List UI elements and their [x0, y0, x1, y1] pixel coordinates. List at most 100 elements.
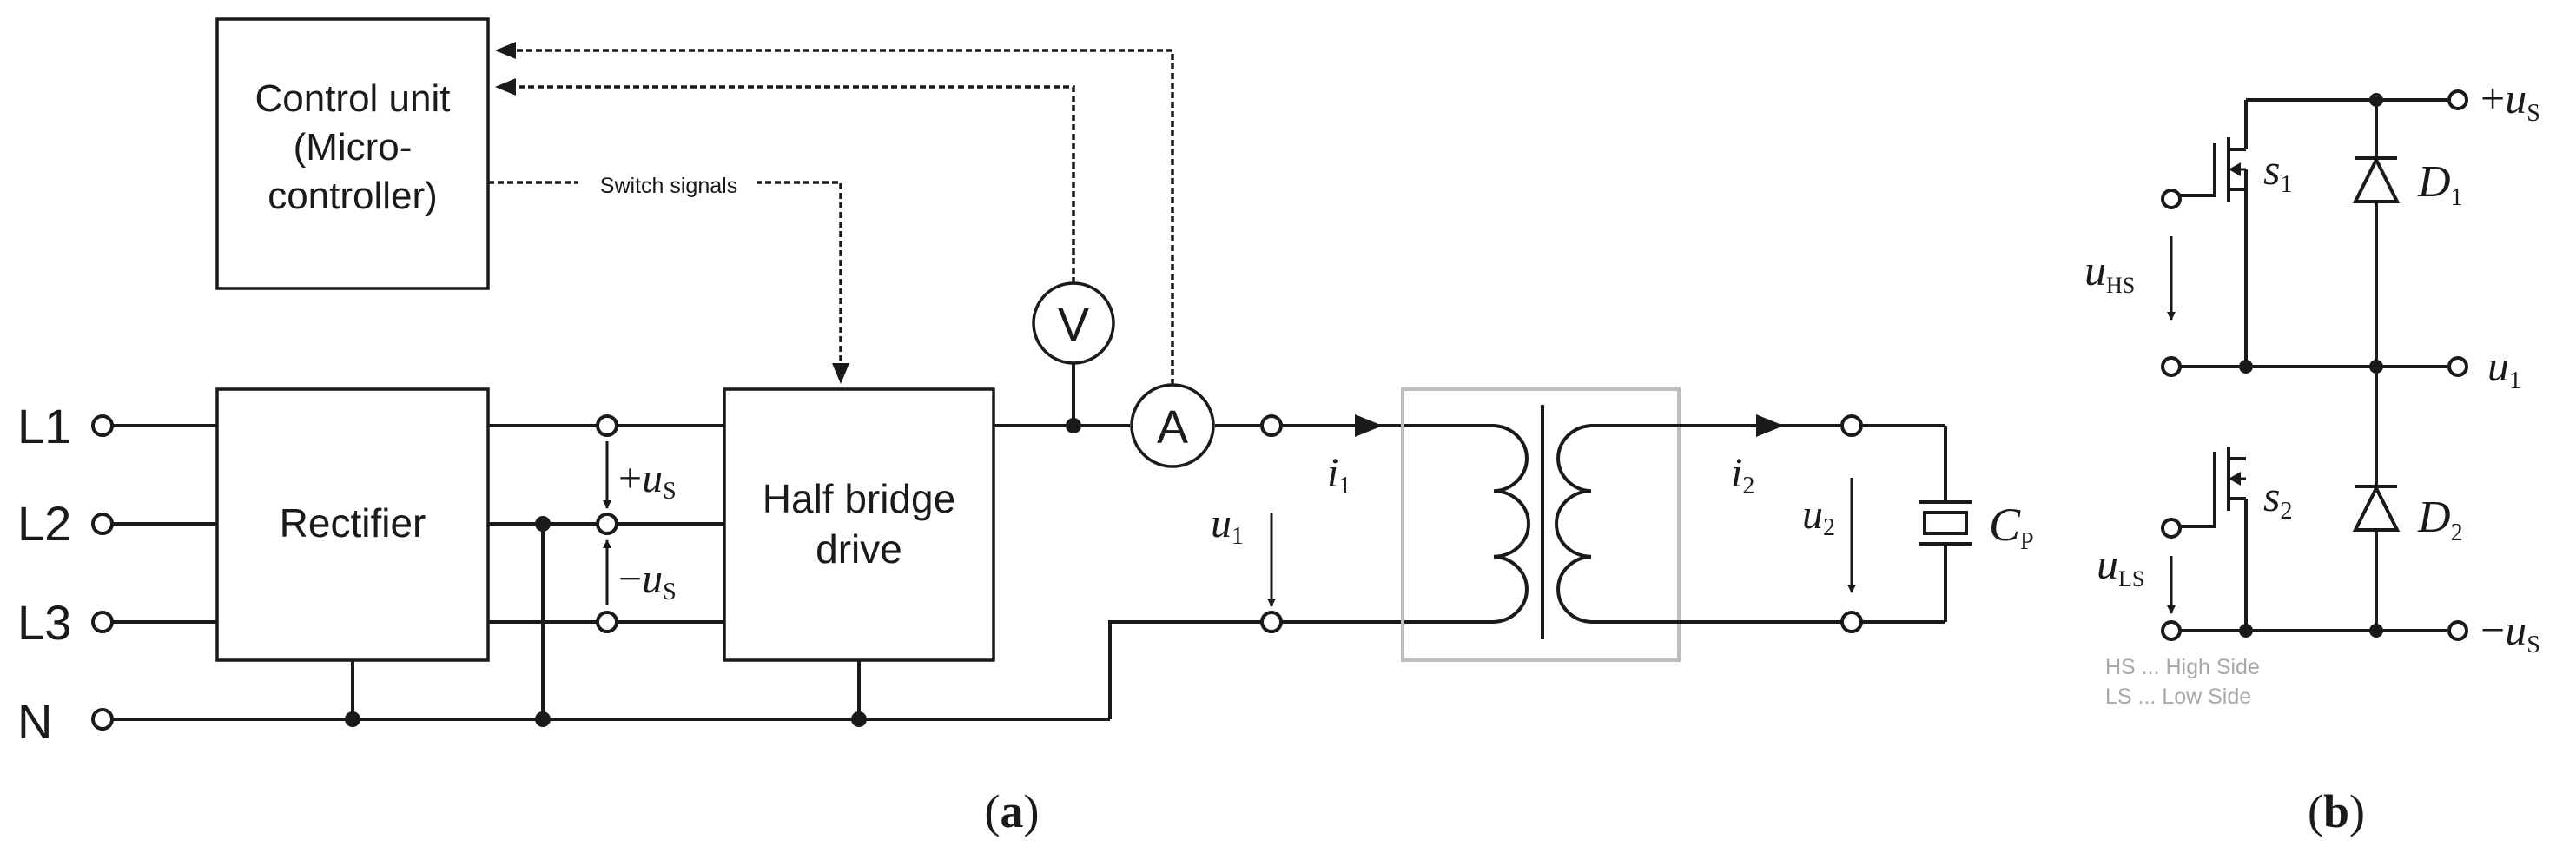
b-minus-us-label: −uS [2480, 605, 2540, 658]
b-plus-us-sign: + [2480, 74, 2505, 122]
terminal [1840, 414, 1863, 437]
i1-label: i1 [1327, 450, 1351, 499]
control-unit-label-line1: Control unit [254, 77, 450, 120]
junction-dot [2369, 93, 2383, 107]
minus-us-subscript: S [663, 579, 677, 605]
uhs-symbol: u [2084, 246, 2106, 294]
i1-arrowhead [1355, 414, 1383, 437]
junction-dot [345, 711, 360, 727]
terminal [2447, 356, 2468, 377]
s2-label: s2 [2263, 472, 2292, 525]
half-bridge-drive-box [723, 387, 995, 662]
b-minus-us-subscript: S [2526, 632, 2540, 658]
uls-label: uLS [2097, 539, 2144, 592]
uhs-label: uHS [2084, 246, 2135, 298]
note-ls: LS ... Low Side [2105, 685, 2251, 709]
terminal [91, 708, 114, 731]
terminal [596, 414, 618, 437]
switch-signals-label: Switch signals [600, 174, 737, 198]
plus-us-label: +uS [618, 455, 677, 505]
panel-b: +uS u1 −uS s1 s2 D1 D2 uHS uLS HS ... Hi… [2084, 74, 2540, 837]
cp-label: CP [1989, 499, 2034, 555]
junction-dot [2239, 360, 2253, 374]
plus-us-symbol: u [642, 455, 663, 501]
caption-b-letter: b [2323, 785, 2349, 837]
u1-label: u1 [1211, 500, 1244, 550]
terminal [91, 513, 114, 535]
terminal [2161, 620, 2182, 641]
d1-subscript: 1 [2451, 184, 2463, 211]
junction-dot [535, 711, 551, 727]
plus-us-subscript: S [663, 478, 677, 505]
switch-signals-bg [578, 169, 757, 198]
cp-body [1923, 511, 1968, 535]
b-u1-label: u1 [2487, 341, 2521, 394]
u1-symbol: u [1211, 500, 1232, 546]
transformer-frame [1401, 387, 1681, 662]
half-bridge-label-line2: drive [816, 526, 902, 572]
control-unit-label-line3: controller) [268, 175, 438, 217]
b-u1-symbol: u [2487, 341, 2509, 390]
i2-symbol: i [1731, 450, 1742, 496]
plus-us-sign: + [618, 455, 642, 501]
switch-signal-line [488, 181, 849, 384]
u2-label: u2 [1802, 492, 1835, 541]
caption-a-open: ( [985, 785, 1001, 837]
secondary-winding [1555, 424, 1635, 624]
b-plus-us-symbol: u [2505, 74, 2526, 122]
i1-symbol: i [1327, 450, 1338, 496]
ammeter-label: A [1157, 401, 1188, 453]
b-plus-us-label: +uS [2480, 74, 2540, 127]
uls-subscript: LS [2118, 566, 2144, 592]
control-unit-box [215, 17, 490, 290]
u2-symbol: u [1802, 492, 1823, 538]
u2-subscript: 2 [1823, 514, 1835, 541]
diode-d1 [2352, 155, 2401, 203]
d2-symbol: D [2417, 493, 2451, 542]
junction-dot [2239, 624, 2253, 638]
caption-b-open: ( [2308, 785, 2323, 837]
terminal [596, 611, 618, 633]
junction-dot [851, 711, 867, 727]
uhs-subscript: HS [2106, 273, 2135, 298]
d1-symbol: D [2417, 157, 2451, 207]
caption-b-close: ) [2349, 785, 2365, 837]
note-hs: HS ... High Side [2105, 655, 2260, 679]
junction-dot [535, 516, 551, 532]
b-minus-us-sign: − [2480, 605, 2505, 654]
junction-dot [2369, 624, 2383, 638]
s1-symbol: s [2263, 145, 2280, 194]
d2-subscript: 2 [2451, 519, 2463, 546]
terminal [1260, 414, 1283, 437]
mosfet-s1 [2161, 100, 2248, 367]
i1-subscript: 1 [1338, 473, 1351, 499]
panel-a: Control unit (Micro- controller) Rectifi… [17, 17, 2034, 837]
terminal [2447, 620, 2468, 641]
s1-label: s1 [2263, 145, 2292, 198]
d1-label: D1 [2417, 157, 2463, 211]
terminal [596, 513, 618, 535]
input-label-n: N [17, 694, 52, 749]
primary-winding [1452, 424, 1530, 624]
cp-symbol: C [1989, 499, 2021, 551]
terminal [91, 611, 114, 633]
i2-subscript: 2 [1742, 473, 1754, 499]
input-label-l3: L3 [17, 595, 71, 650]
cp-subscript: P [2020, 528, 2034, 555]
minus-us-label: −uS [618, 556, 677, 605]
caption-a-letter: a [1001, 785, 1024, 837]
caption-a-close: ) [1024, 785, 1040, 837]
minus-us-symbol: u [642, 556, 663, 602]
input-label-l2: L2 [17, 496, 71, 551]
terminal [1260, 611, 1283, 633]
terminal [91, 414, 114, 437]
uls-symbol: u [2097, 539, 2118, 588]
half-bridge-label-line1: Half bridge [763, 476, 955, 521]
caption-b: (b) [2308, 785, 2365, 837]
minus-us-sign: − [618, 556, 642, 602]
i2-arrowhead [1756, 414, 1784, 437]
s2-symbol: s [2263, 472, 2280, 520]
control-unit-label-line2: (Micro- [294, 126, 413, 169]
b-u1-subscript: 1 [2509, 367, 2521, 394]
